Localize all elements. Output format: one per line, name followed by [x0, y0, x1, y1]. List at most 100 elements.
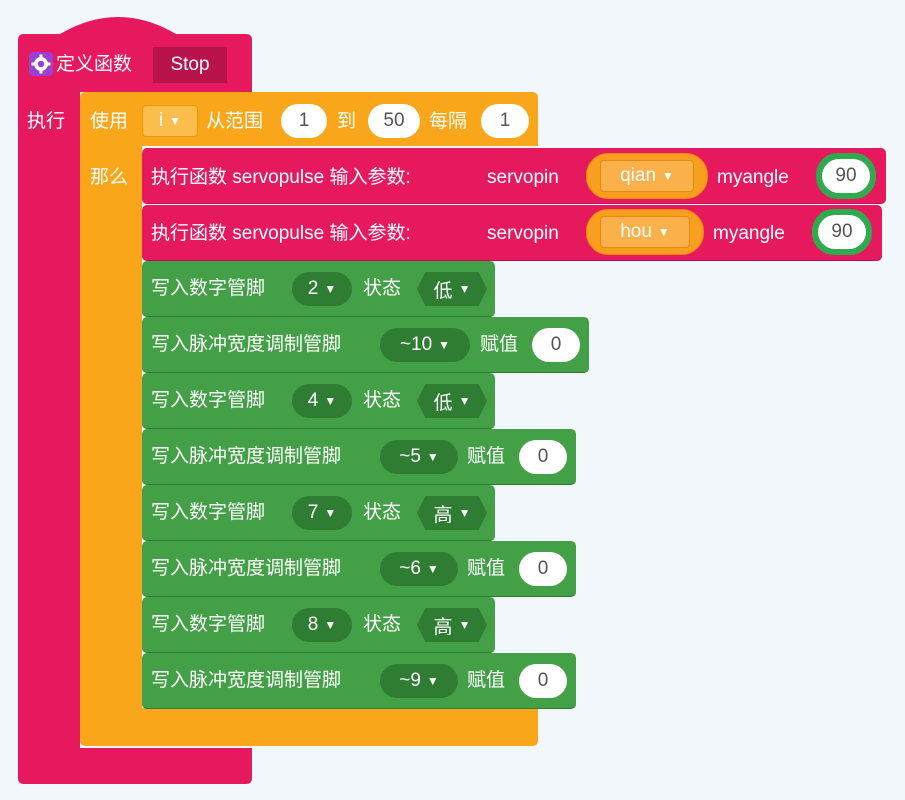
digital-write-block[interactable]: 写入数字管脚 7▼ 状态 高▼ [142, 485, 495, 541]
chevron-down-icon: ▼ [324, 618, 337, 632]
digital-write-block[interactable]: 写入数字管脚 2▼ 状态 低▼ [142, 261, 495, 317]
chevron-down-icon: ▼ [426, 450, 439, 464]
angle-number-block[interactable]: 90 [816, 153, 876, 199]
pin-value: 2 [307, 278, 319, 299]
state-dropdown[interactable]: 低▼ [417, 272, 487, 306]
value-input[interactable]: 0 [532, 328, 580, 362]
param-myangle-label: myangle [717, 167, 789, 188]
chevron-down-icon: ▼ [438, 338, 451, 352]
pin-value: qian [620, 165, 657, 186]
angle-input[interactable]: 90 [818, 215, 866, 249]
pin-dropdown[interactable]: 8▼ [292, 608, 352, 642]
pin-dropdown[interactable]: hou ▼ [600, 216, 690, 248]
loop-from-input[interactable]: 1 [281, 104, 327, 138]
function-name: Stop [170, 54, 210, 75]
chevron-down-icon: ▼ [169, 114, 182, 128]
pin-value: 7 [307, 502, 319, 523]
state-value: 高 [433, 616, 453, 638]
loop-from-label: 从范围 [206, 111, 264, 132]
chevron-down-icon: ▼ [426, 674, 439, 688]
value-label: 赋值 [467, 446, 506, 467]
state-dropdown[interactable]: 低▼ [417, 384, 487, 418]
function-name-field[interactable]: Stop [153, 47, 227, 83]
function-call-block[interactable]: 执行函数 servopulse 输入参数: servopin qian ▼ mya… [142, 148, 886, 204]
pwm-write-block[interactable]: 写入脉冲宽度调制管脚 ~10 ▼ 赋值 0 [142, 317, 589, 373]
chevron-down-icon: ▼ [426, 562, 439, 576]
digital-write-block[interactable]: 写入数字管脚 4▼ 状态 低▼ [142, 373, 495, 429]
digital-write-label: 写入数字管脚 [151, 278, 266, 299]
state-label: 状态 [363, 278, 402, 299]
pwm-write-block[interactable]: 写入脉冲宽度调制管脚 ~5 ▼ 赋值 0 [142, 429, 576, 485]
pwm-write-block[interactable]: 写入脉冲宽度调制管脚 ~9 ▼ 赋值 0 [142, 653, 576, 709]
chevron-down-icon: ▼ [458, 394, 471, 408]
pin-value: 8 [307, 614, 319, 635]
value-input[interactable]: 0 [519, 440, 567, 474]
pin-dropdown[interactable]: ~5 ▼ [380, 440, 458, 474]
param-myangle-label: myangle [713, 223, 785, 244]
angle-input[interactable]: 90 [822, 159, 870, 193]
pin-dropdown[interactable]: 2▼ [292, 272, 352, 306]
loop-to-label: 到 [337, 111, 357, 132]
state-value: 高 [433, 504, 453, 526]
pwm-write-label: 写入脉冲宽度调制管脚 [151, 446, 342, 467]
digital-write-label: 写入数字管脚 [151, 502, 266, 523]
pin-dropdown[interactable]: ~6 ▼ [380, 552, 458, 586]
execute-label: 执行 [27, 111, 66, 132]
digital-write-label: 写入数字管脚 [151, 390, 266, 411]
pin-value: ~9 [399, 670, 421, 691]
loop-to-input[interactable]: 50 [368, 104, 420, 138]
value-label: 赋值 [467, 558, 506, 579]
loop-then-label: 那么 [90, 167, 129, 188]
param-servopin-label: servopin [487, 223, 559, 244]
pin-value: ~6 [399, 558, 421, 579]
define-function-label: 定义函数 [56, 54, 133, 75]
chevron-down-icon: ▼ [662, 169, 674, 183]
pin-dropdown[interactable]: ~9 ▼ [380, 664, 458, 698]
state-dropdown[interactable]: 高▼ [417, 496, 487, 530]
chevron-down-icon: ▼ [324, 506, 337, 520]
chevron-down-icon: ▼ [657, 225, 670, 239]
pin-dropdown-block[interactable]: hou ▼ [586, 209, 704, 255]
state-value: 低 [433, 392, 453, 414]
state-label: 状态 [363, 390, 402, 411]
chevron-down-icon: ▼ [458, 618, 471, 632]
gear-icon[interactable] [29, 52, 53, 76]
pwm-write-block[interactable]: 写入脉冲宽度调制管脚 ~6 ▼ 赋值 0 [142, 541, 576, 597]
pin-value: ~10 [399, 334, 433, 355]
pin-dropdown[interactable]: ~10 ▼ [380, 328, 470, 362]
param-servopin-label: servopin [487, 167, 559, 188]
pin-dropdown[interactable]: qian ▼ [600, 160, 694, 192]
value-input[interactable]: 0 [519, 664, 567, 698]
pwm-write-label: 写入脉冲宽度调制管脚 [151, 558, 342, 579]
pwm-write-label: 写入脉冲宽度调制管脚 [151, 334, 342, 355]
chevron-down-icon: ▼ [458, 282, 471, 296]
pin-value: hou [620, 221, 652, 242]
pin-dropdown[interactable]: 7▼ [292, 496, 352, 530]
call-label: 执行函数 servopulse 输入参数: [151, 167, 411, 188]
state-label: 状态 [363, 614, 402, 635]
value-label: 赋值 [467, 670, 506, 691]
pin-value: ~5 [399, 446, 421, 467]
angle-number-block[interactable]: 90 [812, 209, 872, 255]
pin-dropdown[interactable]: 4▼ [292, 384, 352, 418]
loop-step-input[interactable]: 1 [481, 104, 529, 138]
pin-dropdown-block[interactable]: qian ▼ [586, 153, 708, 199]
chevron-down-icon: ▼ [458, 506, 471, 520]
loop-variable-dropdown[interactable]: i▼ [142, 105, 198, 137]
value-input[interactable]: 0 [519, 552, 567, 586]
loop-variable: i [158, 110, 164, 131]
state-dropdown[interactable]: 高▼ [417, 608, 487, 642]
digital-write-label: 写入数字管脚 [151, 614, 266, 635]
loop-step-label: 每隔 [429, 111, 468, 132]
pin-value: 4 [307, 390, 319, 411]
state-label: 状态 [363, 502, 402, 523]
state-value: 低 [433, 280, 453, 302]
chevron-down-icon: ▼ [324, 394, 337, 408]
chevron-down-icon: ▼ [324, 282, 337, 296]
function-call-block[interactable]: 执行函数 servopulse 输入参数: servopin hou ▼ myan… [142, 205, 882, 261]
pwm-write-label: 写入脉冲宽度调制管脚 [151, 670, 342, 691]
value-label: 赋值 [480, 334, 519, 355]
call-label: 执行函数 servopulse 输入参数: [151, 223, 411, 244]
digital-write-block[interactable]: 写入数字管脚 8▼ 状态 高▼ [142, 597, 495, 653]
loop-use-label: 使用 [90, 111, 129, 132]
